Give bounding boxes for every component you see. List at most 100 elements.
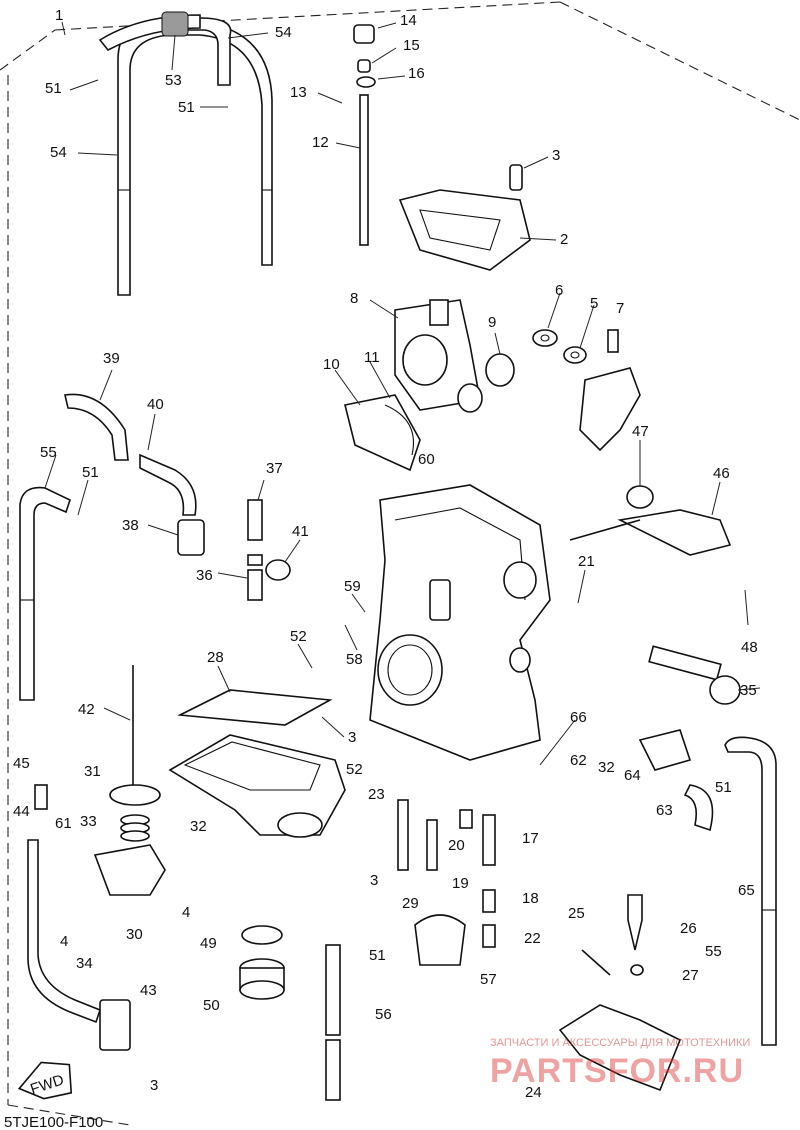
- needle-valve-26: [627, 894, 643, 951]
- top-cover: [398, 164, 531, 271]
- callout-14: 14: [400, 12, 417, 29]
- watermark-brand: PARTSFOR.RU: [490, 1052, 744, 1090]
- jet-18: [482, 889, 496, 913]
- callout-42: 42: [78, 701, 95, 718]
- callout-33: 33: [80, 813, 97, 830]
- callout-17: 17: [522, 830, 539, 847]
- callout-34: 34: [76, 955, 93, 972]
- callout-55: 55: [40, 444, 57, 461]
- pin-25: [581, 949, 611, 976]
- fwd-arrow: FWD: [17, 1061, 73, 1100]
- callout-52: 52: [290, 628, 307, 645]
- callout-35: 35: [740, 682, 757, 699]
- callout-50: 50: [203, 997, 220, 1014]
- jet-22: [482, 924, 496, 948]
- callout-29: 29: [402, 895, 419, 912]
- callout-56: 56: [375, 1006, 392, 1023]
- cable-43: [27, 839, 101, 1024]
- callout-18: 18: [522, 890, 539, 907]
- callout-5: 5: [590, 295, 598, 312]
- callout-24: 24: [525, 1084, 542, 1101]
- callout-64: 64: [624, 767, 641, 784]
- callout-51: 51: [82, 464, 99, 481]
- callout-37: 37: [266, 460, 283, 477]
- callout-leaders: [44, 21, 761, 766]
- callout-3: 3: [370, 872, 378, 889]
- callout-23: 23: [368, 786, 385, 803]
- oring-47: [626, 485, 654, 509]
- callout-53: 53: [165, 72, 182, 89]
- oring-49: [241, 925, 283, 945]
- callout-16: 16: [408, 65, 425, 82]
- callout-13: 13: [290, 84, 307, 101]
- callout-26: 26: [680, 920, 697, 937]
- callout-59: 59: [344, 578, 361, 595]
- callout-10: 10: [323, 356, 340, 373]
- callout-51: 51: [369, 947, 386, 964]
- callout-52: 52: [346, 761, 363, 778]
- callout-22: 22: [524, 930, 541, 947]
- callout-3: 3: [348, 729, 356, 746]
- callout-7: 7: [616, 300, 624, 317]
- watermark-tagline: ЗАПЧАСТИ И АКСЕССУАРЫ ДЛЯ МОТОТЕХНИКИ: [490, 1037, 750, 1049]
- part-9-cap: [485, 353, 515, 387]
- bracket-51-right: [683, 784, 714, 832]
- clip-27: [630, 964, 644, 976]
- gasket-28: [177, 689, 333, 726]
- callout-25: 25: [568, 905, 585, 922]
- callout-54: 54: [50, 144, 67, 161]
- callout-12: 12: [312, 134, 329, 151]
- drain-hose-left: [19, 486, 71, 701]
- screw-23: [397, 799, 409, 871]
- callout-27: 27: [682, 967, 699, 984]
- callout-1: 1: [55, 7, 63, 24]
- float-bowl: [168, 734, 346, 838]
- callout-63: 63: [656, 802, 673, 819]
- callout-54: 54: [275, 24, 292, 41]
- callout-66: 66: [570, 709, 587, 726]
- callout-32: 32: [598, 759, 615, 776]
- float-31: [109, 784, 161, 806]
- callout-28: 28: [207, 649, 224, 666]
- callout-4: 4: [60, 933, 68, 950]
- hose-40: [139, 453, 197, 516]
- idle-screw-35: [648, 645, 741, 705]
- jet-17: [482, 814, 496, 866]
- hot-start-46: [569, 509, 732, 556]
- jet-20: [459, 809, 473, 829]
- carburetor-body: [369, 484, 551, 761]
- callout-61: 61: [55, 815, 72, 832]
- callout-51: 51: [45, 80, 62, 97]
- callout-62: 62: [570, 752, 587, 769]
- filter-38: [177, 519, 205, 556]
- jet-stack-37: [247, 499, 291, 601]
- washer-5: [563, 346, 587, 364]
- diagram-code: 5TJE100-F100: [4, 1114, 103, 1130]
- callout-44: 44: [13, 803, 30, 820]
- drain-cap-50: [239, 958, 285, 1000]
- throttle-valve: [394, 299, 483, 413]
- part-57: [414, 914, 466, 966]
- part-43-body: [99, 999, 131, 1051]
- callout-65: 65: [738, 882, 755, 899]
- callout-40: 40: [147, 396, 164, 413]
- part-10-plate: [344, 394, 421, 472]
- drain-hose-right: [724, 736, 777, 1046]
- jet-19: [426, 819, 438, 871]
- callout-9: 9: [488, 314, 496, 331]
- callout-32: 32: [190, 818, 207, 835]
- sensor-63: [638, 729, 692, 771]
- callout-4: 4: [182, 904, 190, 921]
- callout-57: 57: [480, 971, 497, 988]
- vent-hose-assembly: [98, 11, 273, 296]
- callout-55: 55: [705, 943, 722, 960]
- callout-48: 48: [741, 639, 758, 656]
- hose-56: [325, 944, 341, 1101]
- callout-43: 43: [140, 982, 157, 999]
- throttle-stop-screw: [353, 24, 376, 246]
- assembly-30: [93, 844, 166, 896]
- callout-41: 41: [292, 523, 309, 540]
